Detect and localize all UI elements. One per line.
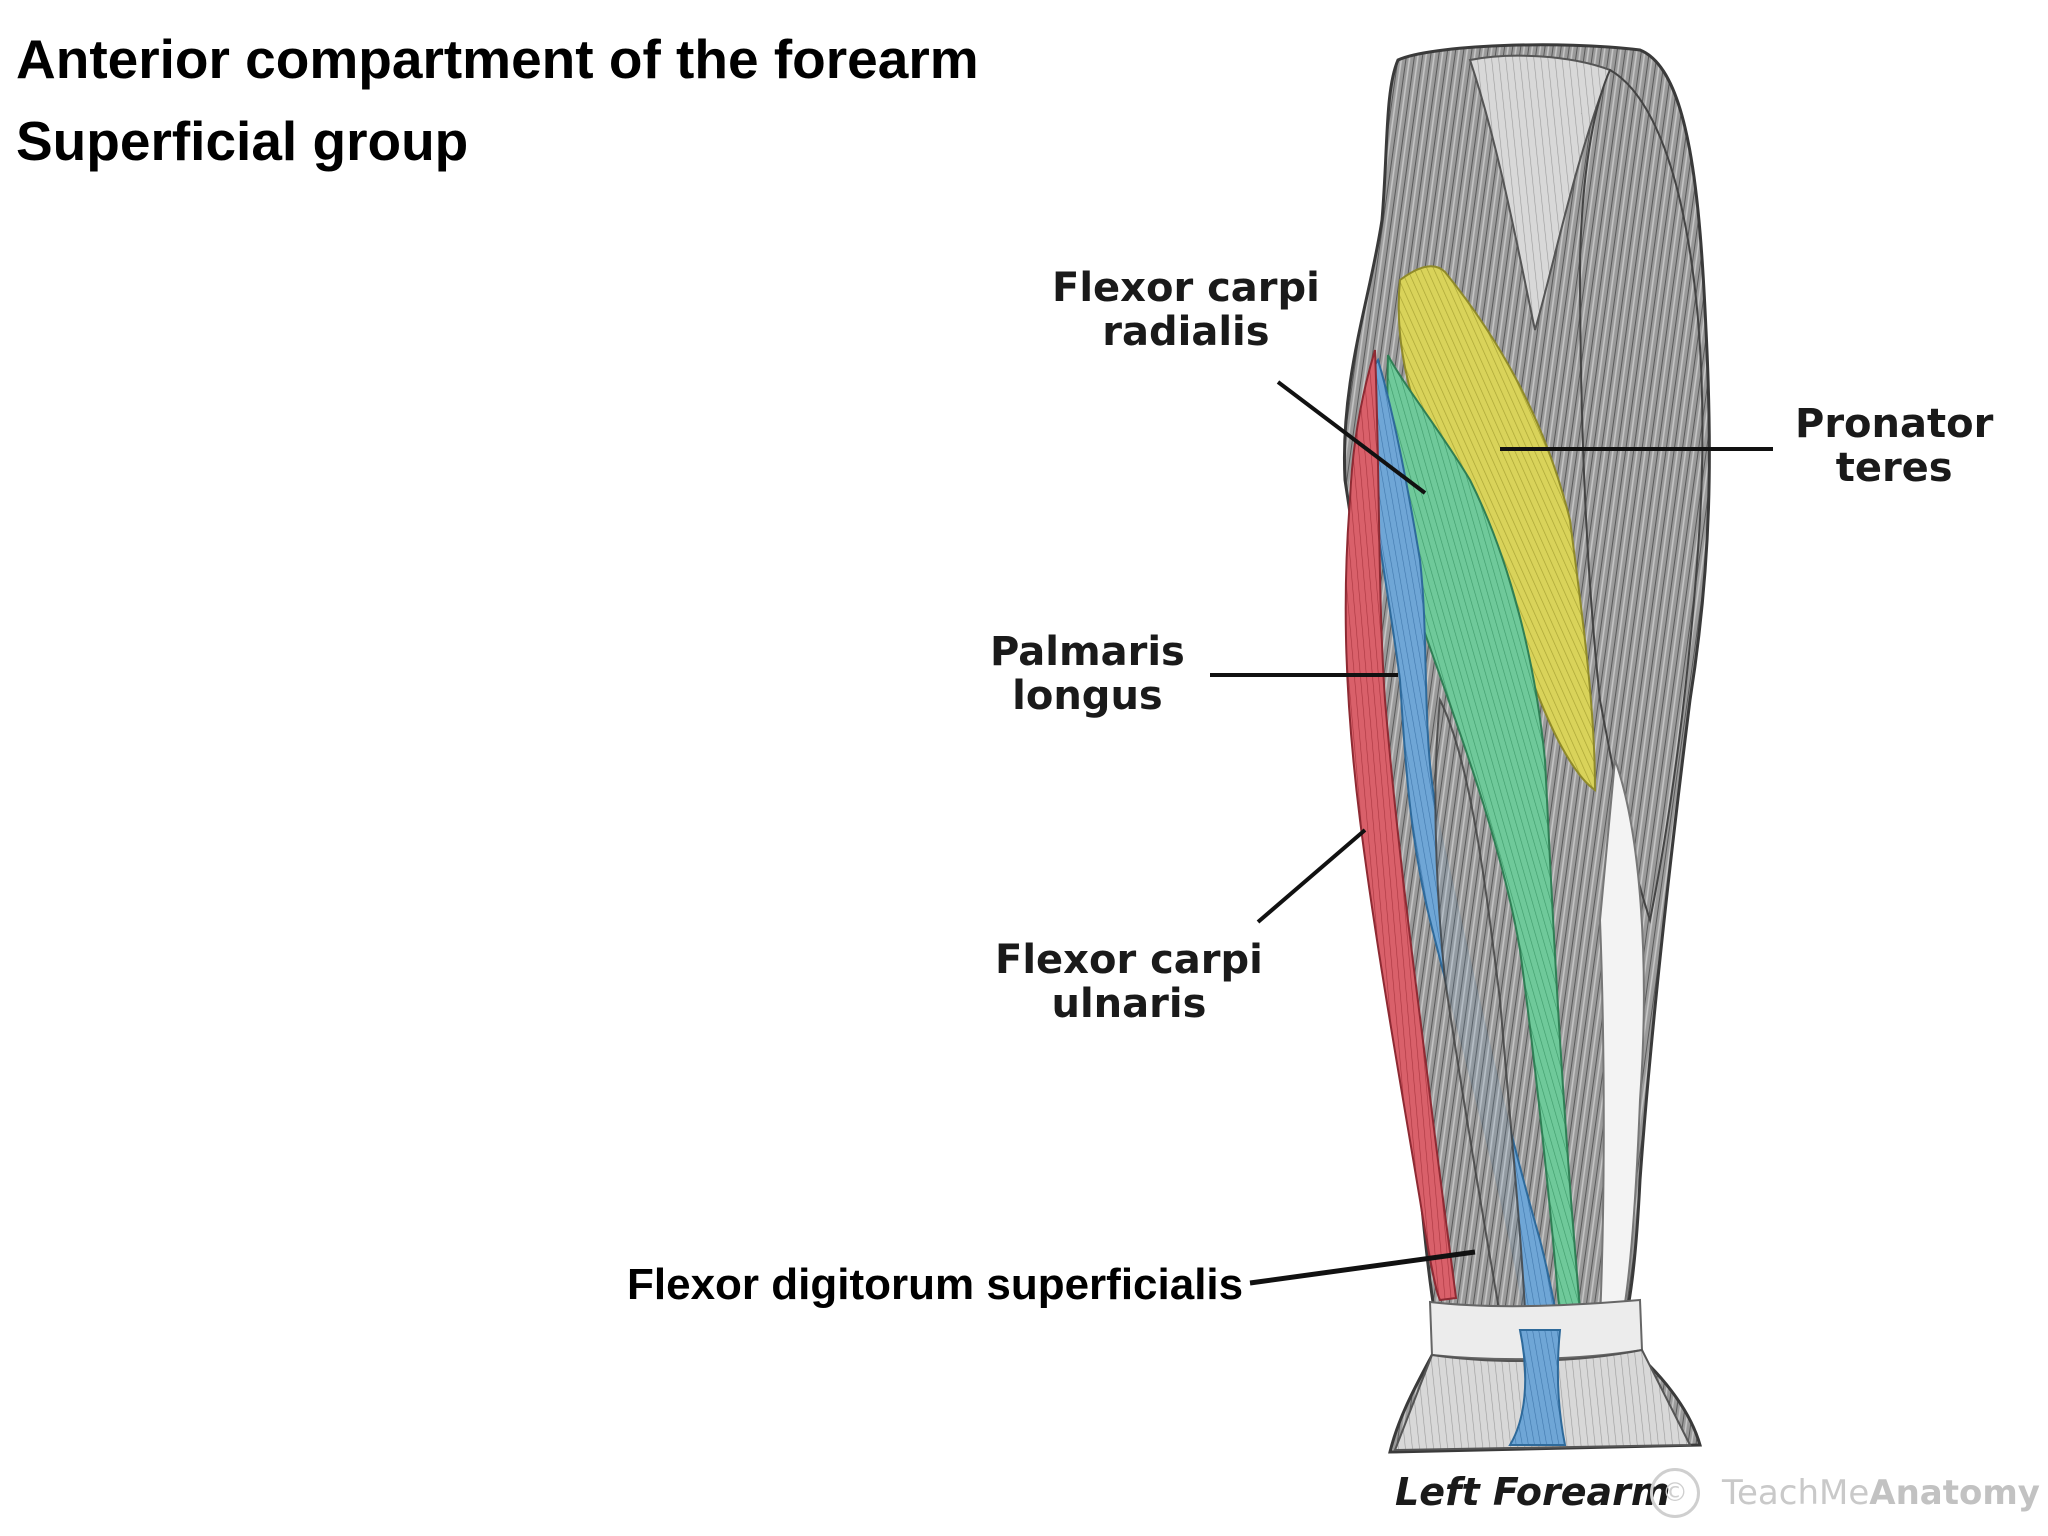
watermark-part1: TeachMe bbox=[1722, 1473, 1870, 1513]
biceps-aponeurosis bbox=[1468, 54, 1612, 331]
slide-title: Anterior compartment of the forearm Supe… bbox=[16, 18, 979, 182]
watermark-part2: Anatomy bbox=[1869, 1473, 2040, 1513]
label-flexor-carpi-ulnaris: Flexor carpi ulnaris bbox=[995, 938, 1263, 1026]
figure-caption: Left Forearm bbox=[1395, 1470, 1671, 1514]
label-flexor-digitorum-superficialis: Flexor digitorum superficialis bbox=[627, 1260, 1244, 1309]
title-line-1: Anterior compartment of the forearm bbox=[16, 28, 979, 90]
brachioradialis-tendon bbox=[1598, 759, 1645, 1321]
leader-line-flexor-digitorum-superficialis bbox=[1249, 1249, 1476, 1286]
label-flexor-carpi-radialis-line2: radialis bbox=[1102, 309, 1270, 355]
copyright-logo-icon: © bbox=[1650, 1468, 1700, 1518]
label-flexor-carpi-radialis-line1: Flexor carpi bbox=[1052, 265, 1320, 311]
palmaris-tendon-wrist bbox=[1508, 1329, 1567, 1446]
label-pronator-teres-line1: Pronator bbox=[1795, 401, 1994, 447]
title-line-2: Superficial group bbox=[16, 110, 469, 172]
label-flexor-carpi-ulnaris-line2: ulnaris bbox=[1051, 981, 1207, 1027]
leader-line-flexor-carpi-ulnaris bbox=[1256, 828, 1367, 924]
label-palmaris-longus-line1: Palmaris bbox=[990, 629, 1185, 675]
leader-line-flexor-carpi-radialis bbox=[1276, 380, 1427, 495]
label-flexor-carpi-ulnaris-line1: Flexor carpi bbox=[995, 937, 1263, 983]
label-flexor-carpi-radialis: Flexor carpi radialis bbox=[1052, 266, 1320, 354]
flexor-carpi-ulnaris-muscle bbox=[1344, 349, 1458, 1302]
label-palmaris-longus: Palmaris longus bbox=[990, 630, 1185, 718]
label-palmaris-longus-line2: longus bbox=[1012, 673, 1163, 719]
label-pronator-teres: Pronator teres bbox=[1795, 402, 1993, 490]
label-pronator-teres-line2: teres bbox=[1835, 445, 1953, 491]
